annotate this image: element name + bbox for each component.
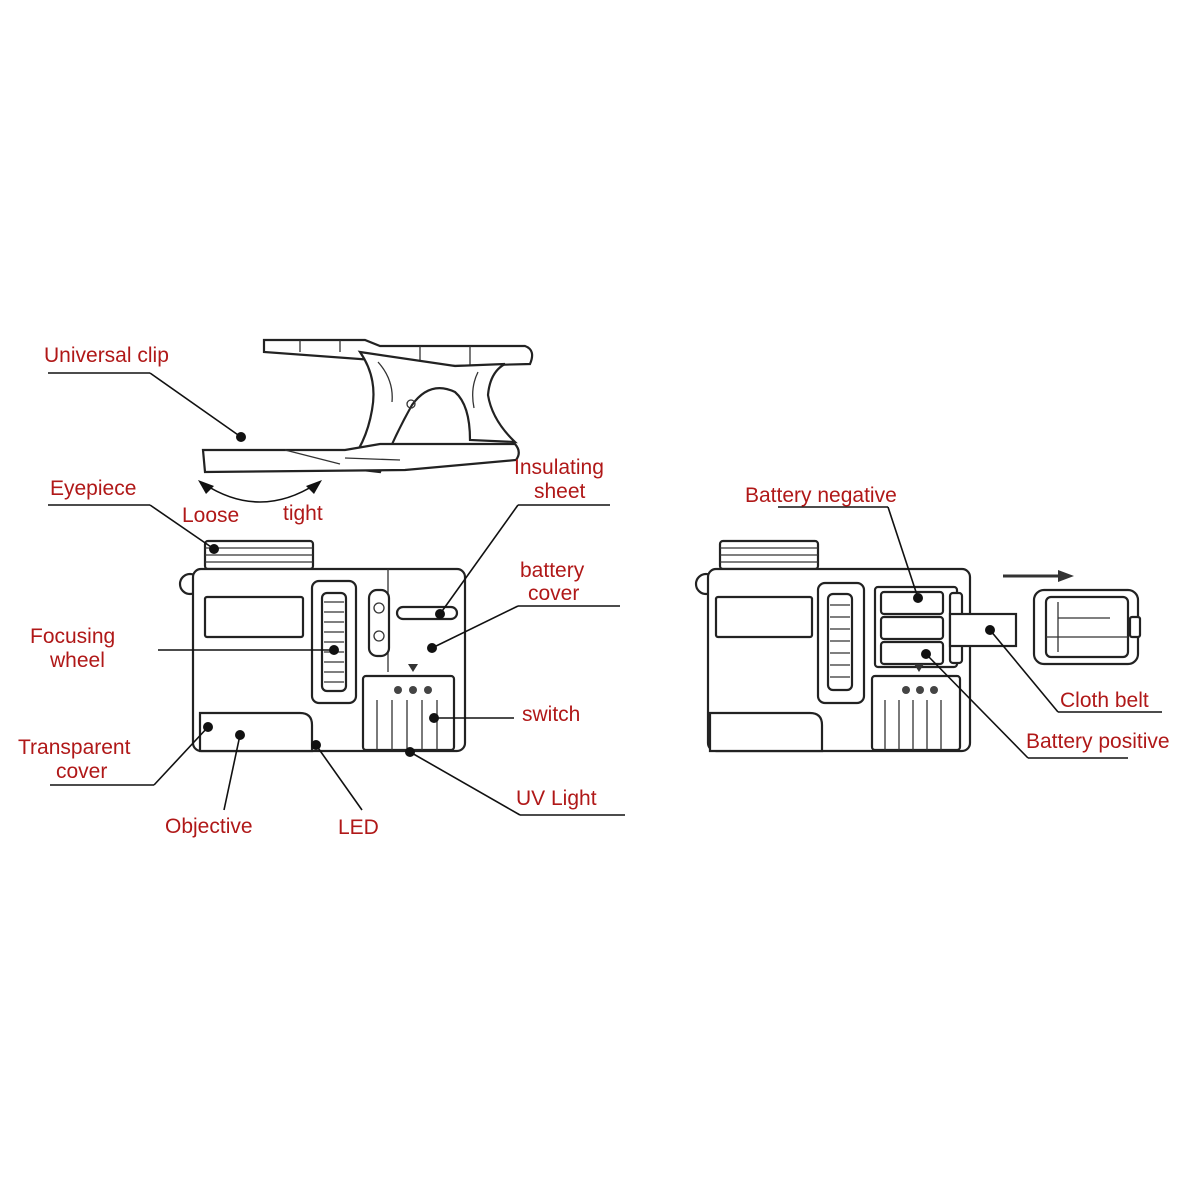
leader-lines (48, 372, 1162, 816)
label-transparent-line2: cover (56, 760, 107, 783)
label-insulating-line2: sheet (534, 480, 586, 503)
rotation-arc (203, 483, 317, 503)
label-universal-clip: Universal clip (44, 344, 169, 367)
label-battery-positive: Battery positive (1026, 730, 1170, 753)
label-battery-negative: Battery negative (745, 484, 897, 507)
label-eyepiece: Eyepiece (50, 477, 136, 500)
label-loose: Loose (182, 504, 239, 527)
left-device-drawing (178, 539, 467, 753)
labels: Universal clip Eyepiece Loose tight Insu… (18, 344, 1170, 839)
label-battery-cover-line1: battery (520, 559, 585, 582)
label-tight: tight (283, 502, 323, 525)
label-cloth-belt: Cloth belt (1060, 689, 1149, 712)
right-device-drawing (694, 539, 1142, 753)
label-battery-cover-line2: cover (528, 582, 579, 605)
label-insulating-line1: Insulating (514, 456, 604, 479)
label-objective: Objective (165, 815, 253, 838)
label-transparent-line1: Transparent (18, 736, 131, 759)
label-switch: switch (522, 703, 580, 726)
slide-arrow-icon (1058, 570, 1074, 582)
arrow-left-icon (198, 480, 214, 494)
label-led: LED (338, 816, 379, 839)
label-focusing-line1: Focusing (30, 625, 115, 648)
label-focusing-line2: wheel (49, 649, 105, 672)
label-uv-light: UV Light (516, 787, 597, 810)
arrow-right-icon (306, 480, 322, 494)
universal-clip-drawing (201, 338, 534, 474)
